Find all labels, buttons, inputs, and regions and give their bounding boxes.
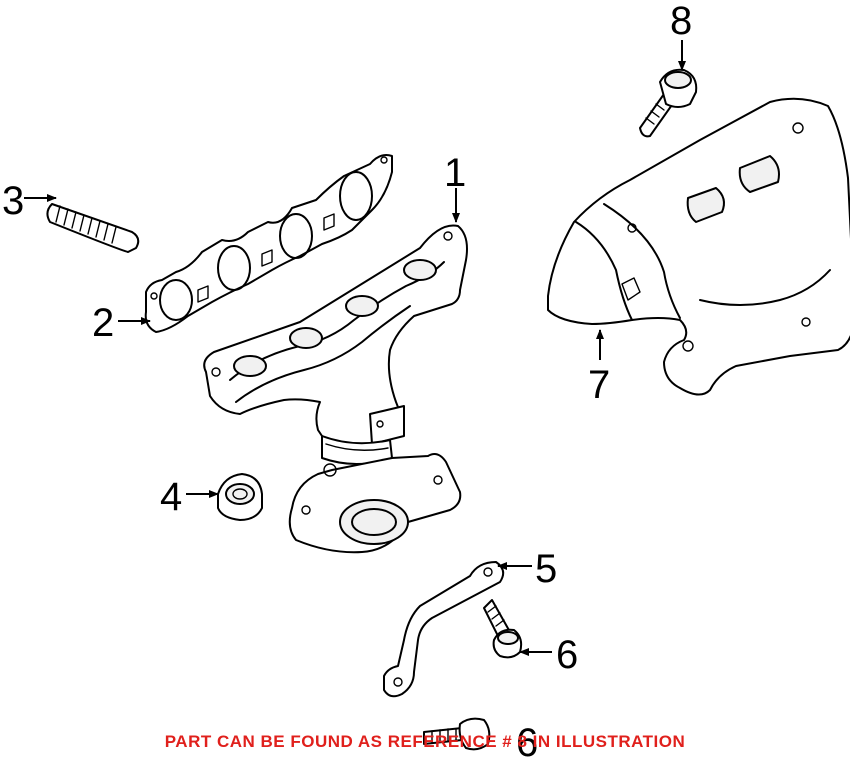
callout-7: 7 — [588, 363, 610, 407]
callout-2: 2 — [92, 301, 114, 345]
bolt-part-8 — [639, 68, 698, 138]
bracket-part-5 — [383, 561, 505, 698]
callout-3: 3 — [2, 179, 24, 223]
callout-numbers: 1 2 3 4 5 6 6 7 8 — [2, 0, 692, 760]
callout-1: 1 — [444, 151, 466, 195]
callout-4: 4 — [160, 475, 182, 519]
stud-part-3 — [46, 203, 140, 253]
callout-8: 8 — [670, 0, 692, 43]
bolt-part-6-upper — [483, 599, 523, 659]
exhaust-manifold-part-1 — [203, 224, 468, 554]
nut-part-4 — [217, 473, 263, 521]
gasket-part-2 — [144, 154, 393, 333]
callout-6-upper: 6 — [556, 633, 578, 677]
callout-5: 5 — [535, 547, 557, 591]
heat-shield-part-7 — [547, 97, 850, 396]
bolt-part-6-lower — [423, 717, 491, 751]
leader-lines — [24, 40, 686, 656]
reference-note: PART CAN BE FOUND AS REFERENCE # 8 IN IL… — [164, 732, 686, 751]
callout-6-lower: 6 — [516, 721, 538, 760]
